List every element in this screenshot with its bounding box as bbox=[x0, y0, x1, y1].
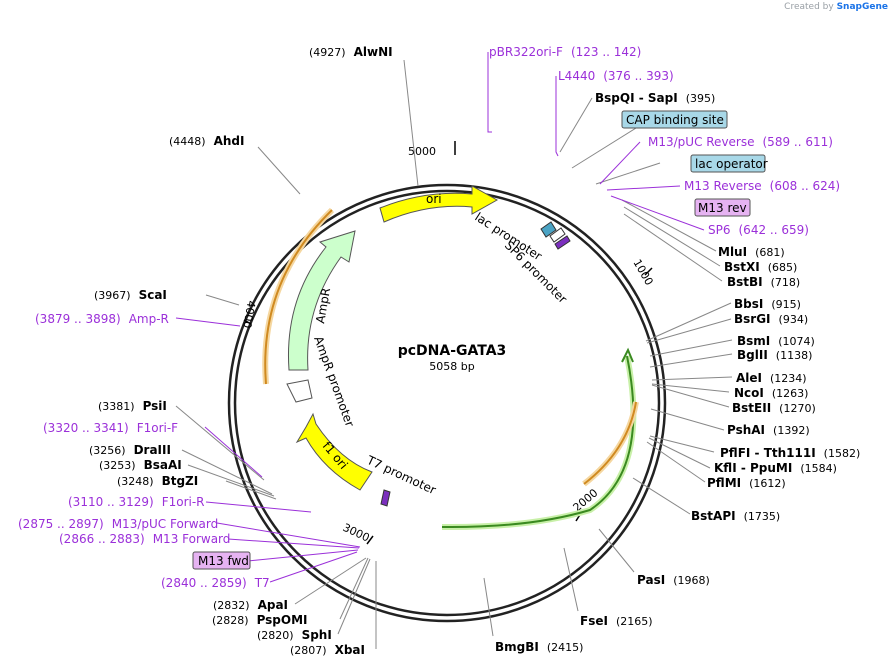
site-bglii: BglII(1138) bbox=[737, 348, 812, 362]
feature-ampr-promoter-label: AmpR promoter bbox=[311, 334, 357, 428]
box-m13-rev-label: M13 rev bbox=[698, 201, 747, 215]
feature-insert-arrowhead bbox=[621, 347, 634, 363]
site-draiii: (3256)DraIII bbox=[89, 443, 171, 457]
feature-t7-promoter bbox=[380, 489, 391, 507]
feature-t7-promoter-label: T7 promoter bbox=[364, 453, 438, 498]
site-sphi: (2820)SphI bbox=[257, 628, 332, 642]
site-xbai: (2807)XbaI bbox=[290, 643, 365, 657]
primer-m13-puc-reverse: M13/pUC Reverse(589 .. 611) bbox=[648, 135, 833, 149]
primer-l4440: L4440(376 .. 393) bbox=[558, 69, 674, 83]
primer-amp-r: (3879 .. 3898)Amp-R bbox=[35, 312, 169, 326]
tick-label-5000: 5000 bbox=[408, 145, 436, 158]
feature-ori-label: ori bbox=[426, 192, 442, 206]
feature-ampr-label: AmpR bbox=[313, 287, 333, 325]
feature-insert-arc bbox=[441, 355, 637, 531]
primer-leader-lines bbox=[175, 52, 705, 583]
site-pflmi: PflMI(1612) bbox=[707, 476, 786, 490]
tick-label-3000: 3000 bbox=[341, 521, 372, 545]
box-lac-operator-label: lac operator bbox=[695, 157, 768, 171]
feature-f1-ori bbox=[295, 412, 373, 491]
site-ahdi: (4448)AhdI bbox=[169, 134, 244, 148]
site-bsrgi: BsrGI(934) bbox=[734, 312, 808, 326]
feature-sp6-marker bbox=[554, 235, 571, 250]
feature-cap-marker bbox=[540, 221, 557, 238]
site-pflfi-tth111i: PflFI - Tth111I(1582) bbox=[720, 446, 860, 460]
feature-orange-arc-left-line bbox=[264, 209, 333, 385]
feature-ampr-promoter bbox=[286, 379, 313, 403]
primer-m13-forward: (2866 .. 2883)M13 Forward bbox=[59, 532, 230, 546]
primer-m13-reverse: M13 Reverse(608 .. 624) bbox=[684, 179, 840, 193]
site-bsteii: BstEII(1270) bbox=[732, 401, 816, 415]
primer-pbr322ori-f: pBR322ori-F(123 .. 142) bbox=[489, 45, 641, 59]
site-psii: (3381)PsiI bbox=[98, 399, 167, 413]
site-bsmi: BsmI(1074) bbox=[737, 334, 815, 348]
site-ncoi: NcoI(1263) bbox=[734, 386, 808, 400]
site-btgzi: (3248)BtgZI bbox=[117, 474, 198, 488]
plasmid-length: 5058 bp bbox=[429, 360, 474, 373]
snapgene-credit: Created by SnapGene bbox=[784, 2, 888, 12]
site-bstbi: BstBI(718) bbox=[727, 275, 800, 289]
box-cap-binding-site: CAP binding site bbox=[621, 110, 728, 129]
site-mlui: MluI(681) bbox=[718, 245, 785, 259]
primer-f1ori-f: (3320 .. 3341)F1ori-F bbox=[43, 421, 178, 435]
feature-ampr bbox=[287, 230, 356, 371]
primer-m13-puc-forward: (2875 .. 2897)M13/pUC Forward bbox=[18, 517, 218, 531]
tick-label-4000: 4000 bbox=[240, 299, 258, 329]
site-apai: (2832)ApaI bbox=[213, 598, 288, 612]
primer-t7: (2840 .. 2859)T7 bbox=[161, 576, 270, 590]
site-scai: (3967)ScaI bbox=[94, 288, 167, 302]
site-bmgbi: BmgBI(2415) bbox=[495, 640, 583, 654]
box-cap-binding-site-label: CAP binding site bbox=[626, 113, 724, 127]
site-alwni: (4927)AlwNI bbox=[309, 45, 393, 59]
site-fsei: FseI(2165) bbox=[580, 614, 653, 628]
site-pshai: PshAI(1392) bbox=[727, 423, 810, 437]
site-bstxi: BstXI(685) bbox=[724, 260, 797, 274]
tick-label-1000: 1000 bbox=[630, 257, 655, 288]
site-pasi: PasI(1968) bbox=[637, 573, 710, 587]
site-bbsi: BbsI(915) bbox=[734, 297, 801, 311]
plasmid-name: pcDNA-GATA3 bbox=[398, 343, 507, 359]
backbone-inner bbox=[233, 189, 661, 617]
primer-sp6: SP6(642 .. 659) bbox=[708, 223, 809, 237]
box-lac-operator: lac operator bbox=[690, 154, 768, 173]
primer-f1ori-r: (3110 .. 3129)F1ori-R bbox=[68, 495, 205, 509]
backbone-outer bbox=[227, 183, 667, 623]
feature-orange-arc-right-line bbox=[583, 401, 637, 485]
box-m13-rev: M13 rev bbox=[694, 198, 751, 217]
site-leader-lines bbox=[175, 59, 733, 649]
feature-lac-marker bbox=[549, 227, 566, 243]
box-m13-fwd-label: M13 fwd bbox=[198, 554, 249, 568]
feature-lac-promoter-label: lac promoter bbox=[472, 210, 544, 264]
site-bsaai: (3253)BsaAI bbox=[99, 458, 182, 472]
credit-prefix: Created by bbox=[784, 2, 834, 12]
box-m13-fwd: M13 fwd bbox=[192, 551, 251, 570]
site-alei: AleI(1234) bbox=[736, 371, 807, 385]
site-bspqi-sapi: BspQI - SapI(395) bbox=[595, 91, 715, 105]
credit-brand: SnapGene bbox=[836, 2, 888, 12]
site-pspomi: (2828)PspOMI bbox=[212, 613, 308, 627]
feature-ori bbox=[379, 185, 499, 223]
site-bstapi: BstAPI(1735) bbox=[691, 509, 780, 523]
site-kfli-ppumi: KflI - PpuMI(1584) bbox=[714, 461, 837, 475]
